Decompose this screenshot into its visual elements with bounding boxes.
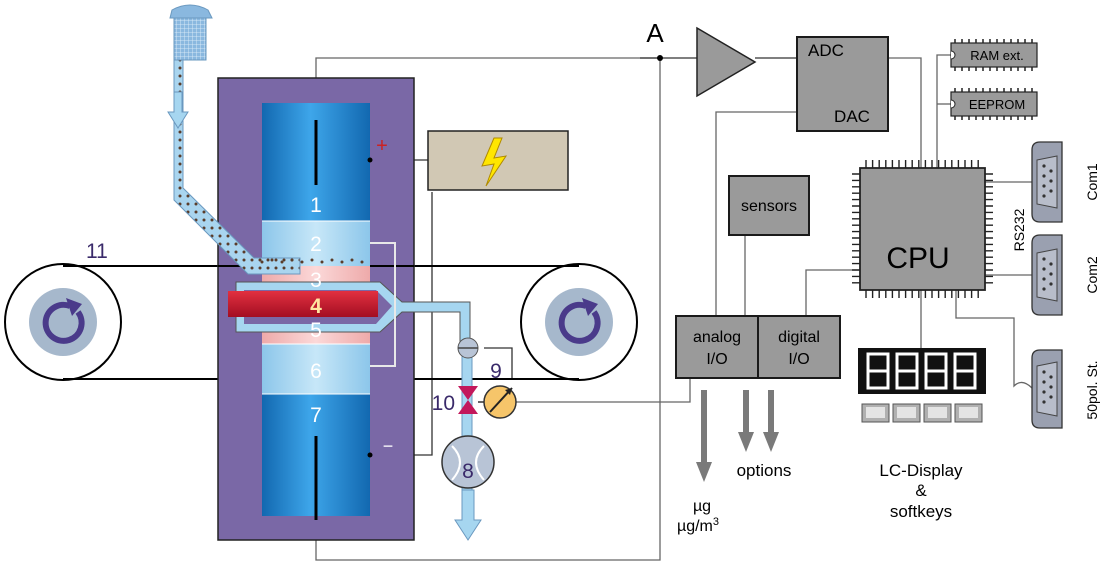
- com1-connector: [1031, 141, 1063, 223]
- lc-display: [858, 348, 986, 394]
- meter-pipe-wire: [484, 347, 513, 380]
- sample-inlet: [167, 4, 301, 275]
- options-label: options: [737, 461, 792, 480]
- analog-meter-wire: [515, 378, 691, 403]
- output-arrows: [696, 390, 779, 482]
- segment-number: 2: [310, 233, 322, 256]
- lightning-icon: [481, 137, 508, 187]
- part-number-valve: 10: [432, 392, 455, 415]
- eeprom-chip: EEPROM: [950, 88, 1038, 120]
- unit-label: µg: [693, 498, 711, 515]
- segment-6: [262, 344, 370, 394]
- particle-layer: [260, 258, 364, 264]
- minus-sign: −: [383, 436, 394, 456]
- 50pol-label: 50pol. St.: [1084, 360, 1100, 419]
- com1-label: Com1: [1084, 163, 1100, 201]
- part-number-pump: 8: [462, 460, 474, 483]
- inlet-cap: [169, 4, 213, 19]
- exhaust-arrow-icon: [454, 489, 482, 541]
- node-a-dot: [657, 55, 663, 61]
- digital-io-label: digital: [778, 329, 820, 346]
- ram-chip: RAM ext.: [950, 39, 1038, 71]
- com2-label: Com2: [1084, 256, 1100, 294]
- adc-cpu-wire: [888, 57, 922, 168]
- cpu-pins: [852, 160, 993, 298]
- rotate-icon: [42, 301, 85, 344]
- sensors-box: [728, 175, 810, 236]
- analog-io-label: analog: [693, 329, 741, 346]
- analog-io-label: I/O: [706, 351, 727, 368]
- lcd-digit: [924, 352, 948, 390]
- adc-label: ADC: [808, 41, 844, 60]
- lcd-digit: [866, 352, 890, 390]
- inlet-mesh: [173, 17, 207, 61]
- eeprom-label: EEPROM: [969, 97, 1025, 112]
- softkeys: [861, 403, 983, 423]
- 50pol-connector: [1031, 349, 1063, 429]
- dac-label: DAC: [834, 107, 870, 126]
- amplifier-icon: [696, 26, 757, 98]
- lcd-label: softkeys: [890, 502, 952, 521]
- digital-io-label: I/O: [788, 351, 809, 368]
- rotate-icon: [558, 301, 601, 344]
- cpu-chip: CPU: [852, 160, 993, 298]
- pump-line: [441, 337, 517, 541]
- segment-number: 3: [310, 269, 322, 292]
- lcd-digit: [895, 352, 919, 390]
- bracket: [370, 242, 396, 367]
- dac-analog-wire: [715, 111, 797, 316]
- segment-number: 1: [310, 194, 322, 217]
- node-a-label: A: [646, 18, 664, 48]
- part-number-tape: 11: [86, 240, 108, 263]
- lcd-label: &: [915, 481, 927, 500]
- analog-io-box: [675, 315, 759, 379]
- part-number-meter: 9: [490, 360, 502, 383]
- lcd-digit: [953, 352, 977, 390]
- rs232-label: RS232: [1011, 208, 1027, 251]
- cpu-50pol-wire: [955, 290, 1033, 389]
- reel-hub-right: [545, 288, 613, 356]
- sensors-label: sensors: [741, 198, 797, 215]
- valve-icon: [458, 386, 478, 400]
- arrow-down-icon: [763, 390, 779, 452]
- ram-cpu-wire: [936, 54, 951, 168]
- unit-label: µg/m3: [677, 516, 719, 535]
- segment-number: 4: [310, 295, 322, 318]
- segment-number: 6: [310, 360, 322, 383]
- flow-arrow-down-icon: [167, 91, 189, 129]
- ram-label: RAM ext.: [970, 48, 1023, 63]
- heater-4: [228, 291, 378, 317]
- cpu-label: CPU: [886, 242, 949, 275]
- arrow-down-icon: [696, 390, 712, 482]
- adc-dac-box: [796, 36, 889, 132]
- cpu-digital-wire: [805, 269, 860, 316]
- plus-sign: +: [376, 135, 388, 157]
- digital-io-box: [757, 315, 841, 379]
- reel-hub-left: [29, 288, 97, 356]
- segment-number: 5: [310, 319, 322, 342]
- segment-labels: 1 2 3 4 5 6 7: [310, 194, 322, 427]
- com2-connector: [1031, 234, 1063, 316]
- arrow-down-icon: [738, 390, 754, 452]
- lcd-label: LC-Display: [879, 461, 963, 480]
- filter-tape: [4, 263, 638, 381]
- segment-number: 7: [310, 404, 322, 427]
